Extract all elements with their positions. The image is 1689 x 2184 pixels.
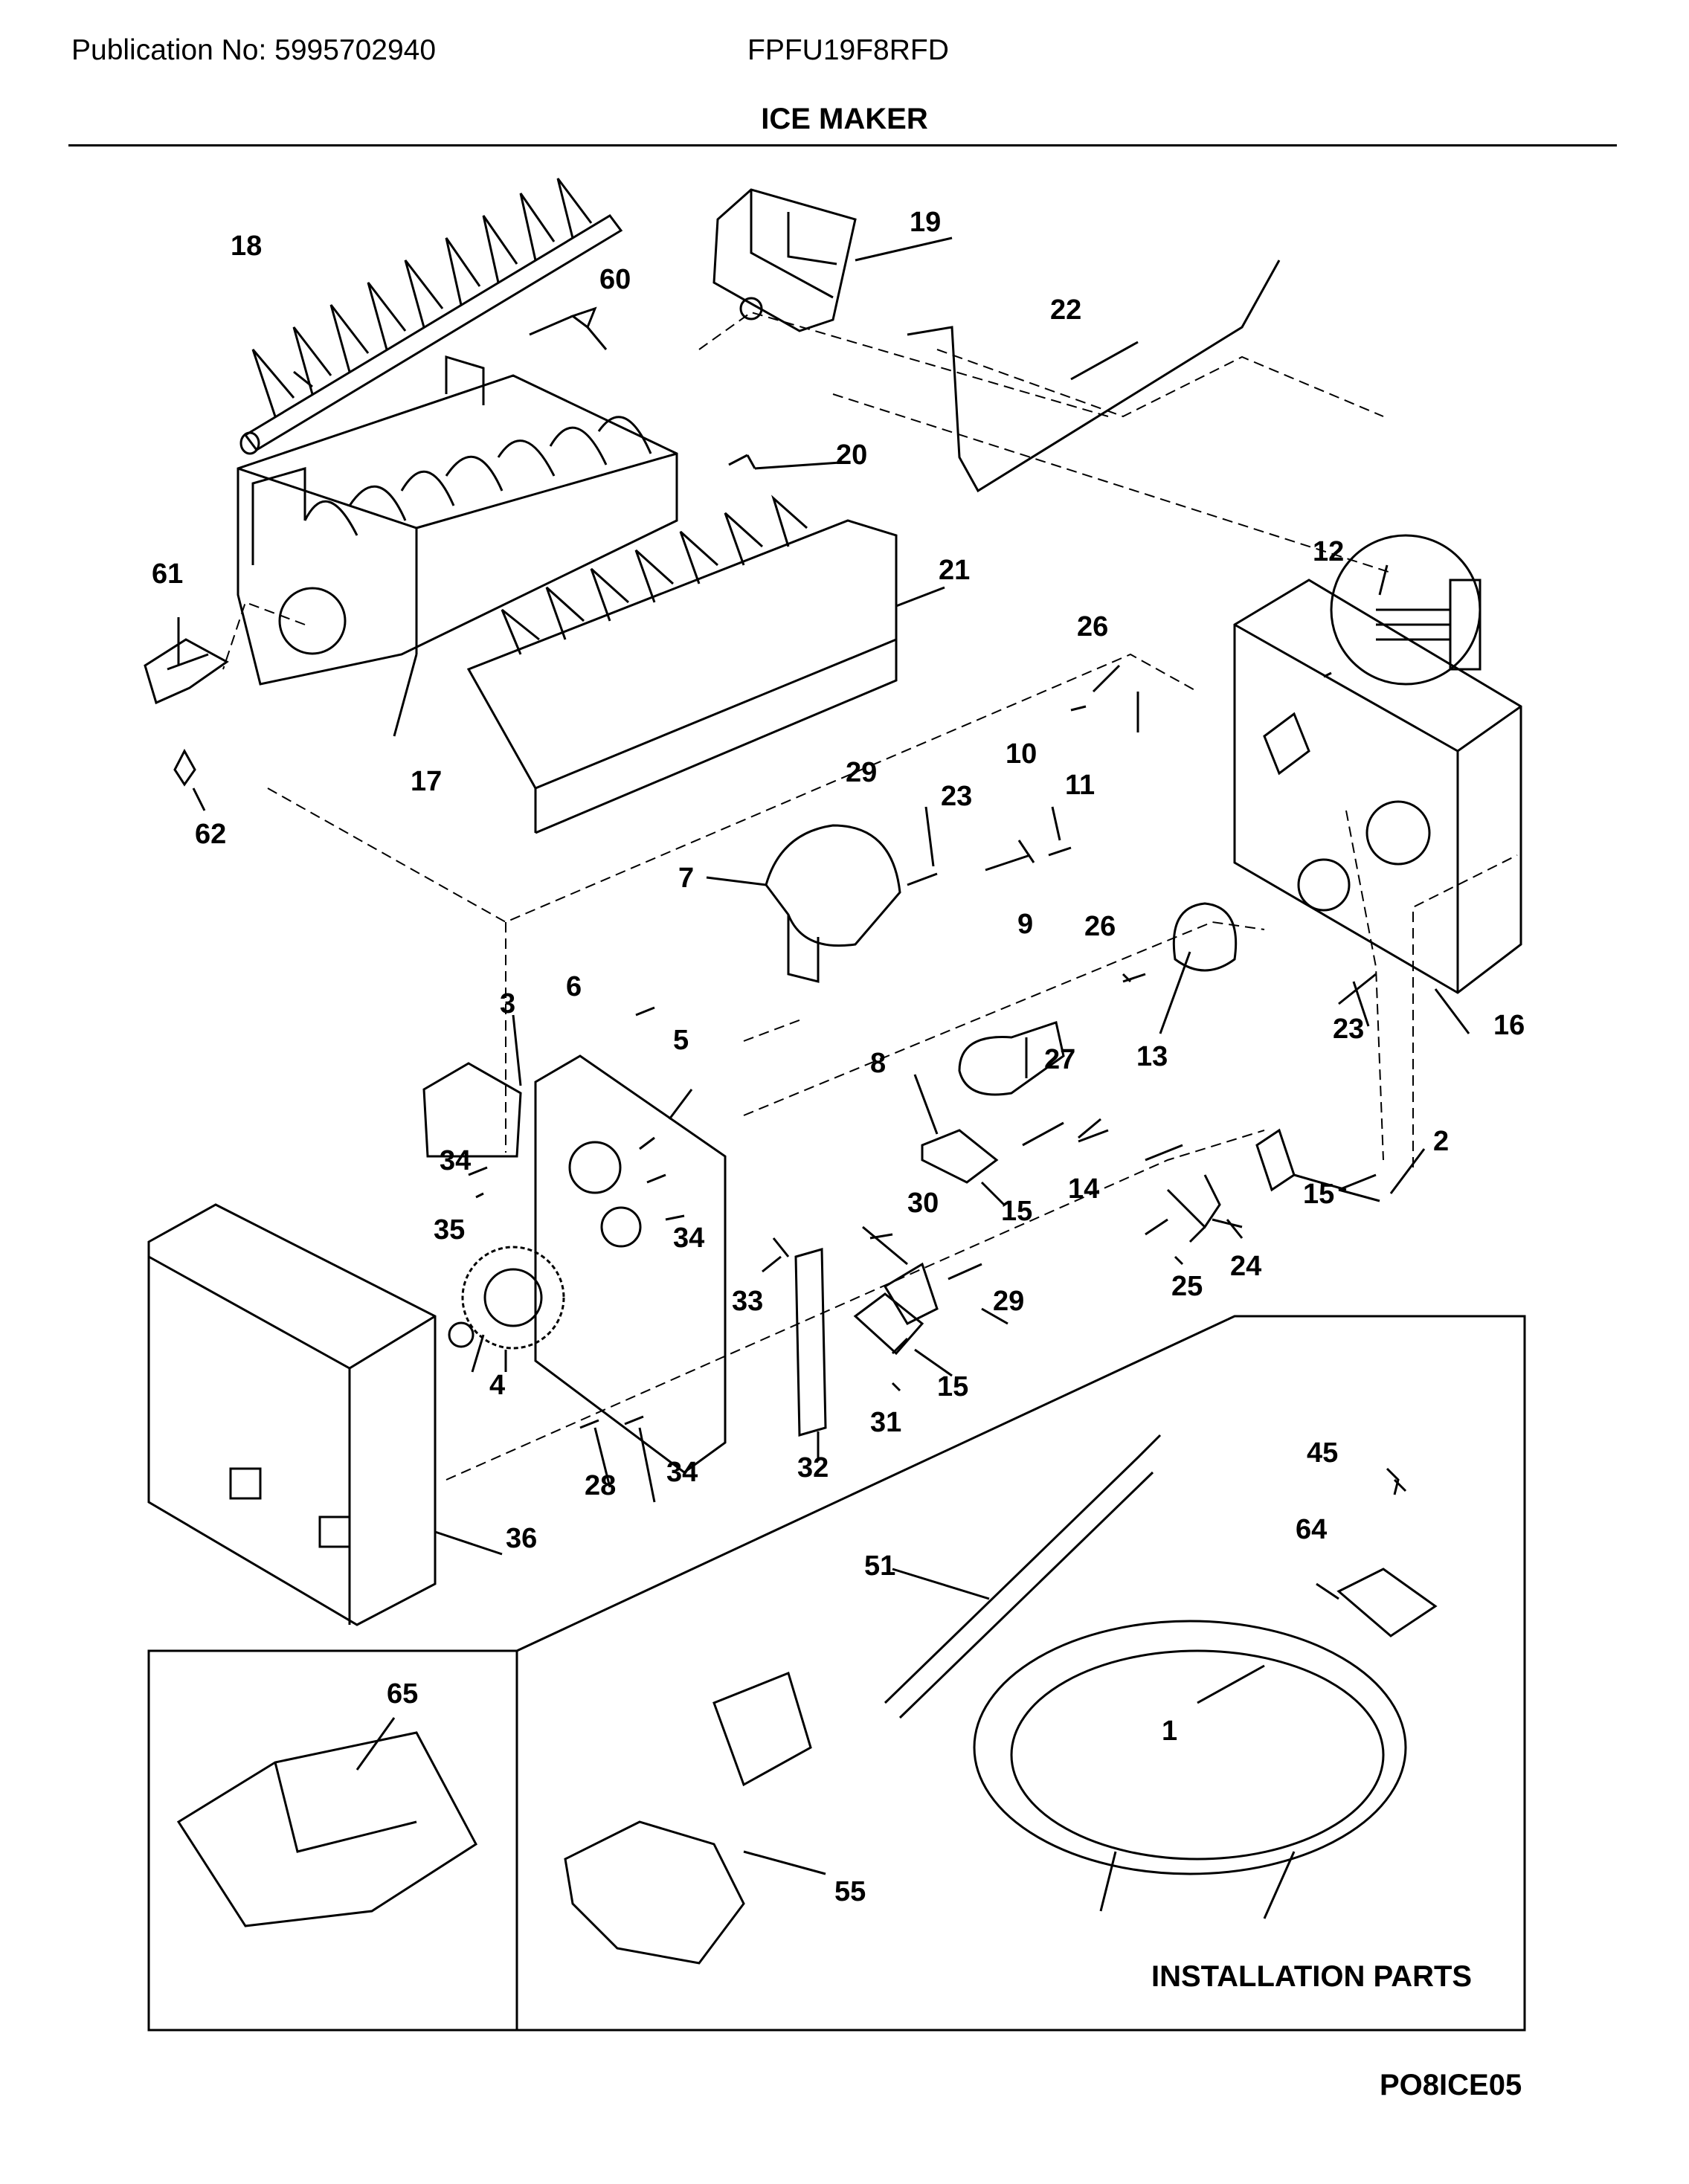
label-drawing	[422, 1062, 522, 1158]
page-title: ICE MAKER	[761, 103, 928, 135]
front-cover-drawing	[147, 1203, 437, 1626]
callout-34b: 34	[673, 1223, 704, 1254]
callout-26a: 26	[1077, 611, 1108, 642]
screw-60-drawing	[529, 306, 597, 336]
callout-1: 1	[1162, 1716, 1177, 1747]
callout-6: 6	[566, 971, 582, 1002]
motor-drawing	[765, 824, 901, 983]
callout-28: 28	[585, 1470, 616, 1501]
callout-17: 17	[411, 766, 442, 797]
callout-3: 3	[500, 988, 515, 1019]
installation-parts-label: INSTALLATION PARTS	[1151, 1960, 1473, 1993]
heater-coil-drawing	[1172, 902, 1238, 972]
lever-drawing	[1166, 1174, 1221, 1243]
header-divider	[68, 144, 1617, 146]
mounting-plate-drawing	[534, 1054, 727, 1474]
shutoff-arm-drawing	[907, 260, 1281, 493]
callout-31: 31	[870, 1407, 901, 1438]
callout-62: 62	[195, 819, 226, 850]
ice-mold-drawing	[237, 355, 678, 686]
mold-cover-drawing	[712, 188, 857, 332]
callout-29a: 29	[846, 757, 877, 788]
clamp-drawing	[1336, 1568, 1438, 1637]
ice-bucket-frame	[147, 1649, 518, 2032]
callout-60: 60	[599, 264, 631, 295]
callout-26b: 26	[1084, 911, 1116, 942]
callout-2: 2	[1433, 1126, 1449, 1157]
callout-25: 25	[1171, 1271, 1203, 1302]
callout-15c: 15	[937, 1371, 968, 1402]
callout-12: 12	[1313, 536, 1344, 567]
callout-51: 51	[864, 1550, 895, 1582]
screw-45-drawing	[1386, 1467, 1400, 1495]
washer-drawing	[448, 1321, 474, 1348]
callout-34a: 34	[440, 1145, 471, 1176]
callout-13: 13	[1136, 1041, 1168, 1072]
callout-19: 19	[910, 207, 941, 238]
callout-23b: 23	[1333, 1014, 1364, 1045]
model-number: FPFU19F8RFD	[747, 34, 949, 66]
callout-27: 27	[1044, 1044, 1075, 1075]
ice-bucket-drawing	[176, 1731, 477, 1927]
screw-20-drawing	[728, 454, 756, 469]
callout-10: 10	[1006, 738, 1037, 770]
callout-5: 5	[673, 1025, 689, 1056]
callout-14: 14	[1068, 1173, 1099, 1205]
callout-22: 22	[1050, 294, 1081, 326]
bracket-drawing	[144, 638, 229, 705]
callout-30: 30	[907, 1188, 939, 1219]
callout-55: 55	[834, 1876, 866, 1907]
callout-29b: 29	[993, 1286, 1024, 1317]
callout-35: 35	[434, 1214, 465, 1246]
callout-16: 16	[1493, 1010, 1525, 1041]
callout-34c: 34	[666, 1457, 698, 1488]
callout-15a: 15	[1001, 1196, 1032, 1227]
callout-15b: 15	[1303, 1179, 1334, 1210]
callout-11: 11	[1065, 770, 1095, 801]
callout-32: 32	[797, 1452, 829, 1484]
ejector-blade-drawing	[239, 178, 623, 455]
water-valve-drawing	[564, 1820, 745, 1965]
part-callouts: 18 19 60 22 20 21 61 17 62 12 26 11 10 2…	[152, 207, 1525, 1907]
callout-45: 45	[1307, 1437, 1338, 1469]
callout-20: 20	[836, 439, 867, 471]
installation-parts-frame	[515, 1315, 1526, 2032]
bracket-31-drawing	[853, 1292, 924, 1356]
callout-23a: 23	[941, 781, 972, 812]
callout-36: 36	[506, 1523, 537, 1554]
callout-64: 64	[1296, 1514, 1327, 1545]
callout-4: 4	[489, 1370, 505, 1401]
fill-tube-drawing	[884, 1434, 1162, 1719]
switch-drawing	[921, 1129, 999, 1184]
callout-9: 9	[1017, 909, 1033, 940]
control-housing-drawing	[1233, 579, 1522, 994]
callout-65: 65	[387, 1678, 418, 1710]
stripper-drawing	[466, 495, 898, 834]
callout-61: 61	[152, 558, 183, 590]
figure-code: PO8ICE05	[1380, 2069, 1522, 2101]
water-tubing-drawing	[973, 1620, 1407, 1875]
screw-62-drawing	[173, 748, 196, 787]
callout-7: 7	[678, 863, 694, 894]
publication-number: Publication No: 5995702940	[71, 34, 437, 66]
callout-8: 8	[870, 1048, 886, 1079]
callout-33: 33	[732, 1286, 763, 1317]
callout-18: 18	[231, 231, 262, 262]
thermostat-drawing	[958, 1021, 1065, 1096]
timing-gear-drawing	[461, 1246, 565, 1350]
callout-21: 21	[939, 555, 970, 586]
bracket-32-drawing	[794, 1248, 827, 1437]
callout-24: 24	[1230, 1251, 1261, 1282]
